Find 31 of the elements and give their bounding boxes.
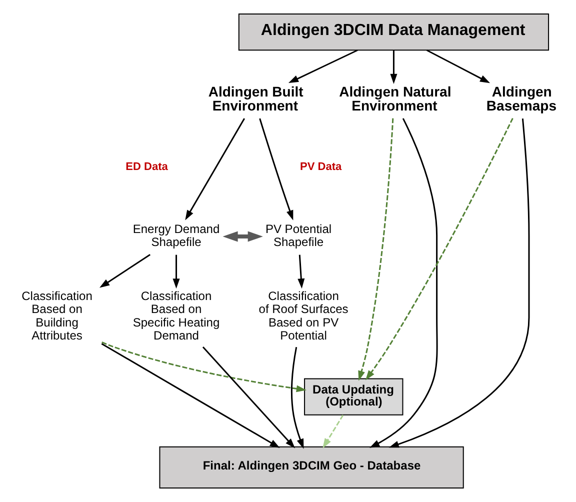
arrow: [390, 50, 398, 84]
arrow: [358, 118, 394, 381]
arrow: [102, 342, 306, 392]
arrow: [288, 50, 358, 84]
node-text: Aldingen Built Environment: [208, 83, 304, 114]
arrow: [322, 414, 344, 448]
arrow: [370, 118, 438, 448]
arrow: [388, 118, 530, 448]
node-text: Classification Based on Building Attributes: [22, 289, 92, 342]
arrow: [222, 231, 263, 242]
arrow: [202, 346, 296, 448]
node-text: Energy Demand Shapefile: [132, 222, 220, 250]
arrow: [185, 118, 246, 220]
node-text: Classification Based on Specific Heating Demand: [132, 289, 220, 342]
node-box: Aldingen 3DCIM Data Management: [238, 14, 550, 51]
arrow: [101, 343, 280, 448]
label: PV Data: [300, 161, 342, 174]
arrow: [100, 254, 150, 288]
node-text: Classification of Roof Surfaces Based on PV Potential: [258, 289, 348, 342]
arrow: [290, 346, 304, 449]
node-text: Aldingen Natural Environment: [339, 83, 452, 114]
node-text: Aldingen Basemaps: [486, 83, 557, 114]
arrow: [172, 254, 180, 289]
label: ED Data: [126, 161, 168, 174]
arrow: [298, 254, 305, 289]
arrow: [426, 50, 490, 84]
node-text: PV Potential Shapefile: [265, 222, 332, 250]
node-box: Final: Aldingen 3DCIM Geo - Database: [159, 446, 464, 488]
arrow: [366, 118, 514, 380]
arrow: [259, 118, 294, 220]
node-box: Data Updating (Optional): [304, 378, 404, 416]
